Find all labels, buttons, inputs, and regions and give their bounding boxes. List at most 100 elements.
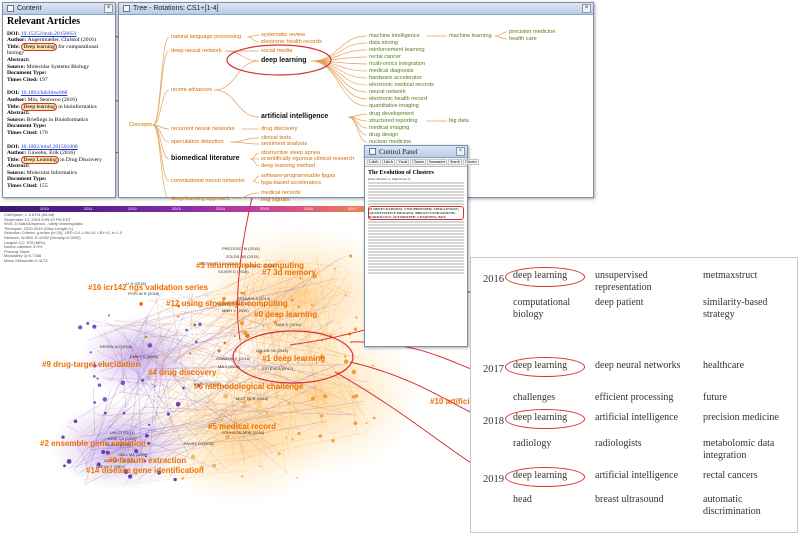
network-node[interactable] — [143, 459, 147, 463]
network-node[interactable] — [107, 314, 110, 317]
network-node[interactable] — [251, 427, 254, 429]
tree-node-medrec[interactable]: medical records — [261, 190, 301, 196]
tree-node-fpga[interactable]: fpga-based accelerators — [261, 180, 322, 186]
network-node[interactable] — [105, 450, 110, 455]
tree-node-sr[interactable]: structured reporting — [369, 118, 418, 124]
tree-node-ehr[interactable]: electronic health records — [261, 39, 322, 45]
network-node-label[interactable]: LI H (2016) — [126, 281, 147, 286]
tree-node-dm[interactable]: data mining — [369, 40, 398, 46]
tree-node-ml[interactable]: machine learning — [449, 33, 492, 39]
tree-node-recent[interactable]: recent advances — [171, 87, 213, 93]
close-icon[interactable]: × — [104, 4, 113, 13]
network-node[interactable] — [78, 325, 83, 330]
network-node[interactable] — [123, 469, 129, 474]
network-node[interactable] — [194, 383, 197, 386]
network-node-label[interactable]: LAEYS Y (2007) — [96, 464, 126, 469]
network-node[interactable] — [207, 425, 211, 428]
close-icon[interactable]: × — [456, 147, 465, 156]
network-node[interactable] — [319, 354, 325, 360]
network-node[interactable] — [193, 323, 197, 327]
tree-node-dlmethod[interactable]: deep learning method — [261, 163, 316, 169]
tree-node-rl[interactable]: reinforcement learning — [369, 47, 425, 53]
network-node[interactable] — [242, 400, 246, 405]
cluster-label[interactable]: #1 deep learning — [262, 354, 326, 363]
network-node[interactable] — [101, 449, 106, 455]
network-node[interactable] — [223, 341, 227, 345]
network-node[interactable] — [175, 401, 181, 407]
article-doi-link[interactable]: 10.1093/bib/bbw068 — [20, 90, 68, 97]
tree-node-rc[interactable]: rectal cancer — [369, 54, 402, 60]
network-node[interactable] — [185, 328, 188, 332]
tree-node-dl[interactable]: deep learning — [261, 57, 307, 64]
tree-node-spfpga[interactable]: software-programmable fpgas — [261, 173, 336, 179]
tree-node-dla[interactable]: deep learning approach — [171, 196, 230, 202]
tree-titlebar[interactable]: Tree - Rotations: CS1+[1-4] × — [119, 3, 593, 15]
tree-node-ddes[interactable]: drug design — [369, 132, 399, 138]
cluster-label[interactable]: #2 ensemble gene selection — [40, 439, 146, 448]
network-node[interactable] — [222, 297, 226, 301]
tree-node-drugdisc[interactable]: drug discovery — [261, 126, 298, 132]
network-node[interactable] — [372, 416, 376, 420]
network-node-label[interactable]: PREZIOSO M (2015) — [222, 246, 260, 251]
cluster-tab[interactable]: Clusters — [463, 159, 479, 165]
network-node[interactable] — [141, 378, 145, 383]
network-node[interactable] — [97, 383, 102, 387]
cluster-tab[interactable]: Labels — [367, 159, 381, 165]
network-node[interactable] — [355, 316, 358, 319]
network-node-label[interactable]: MA J (2015) — [218, 364, 240, 369]
network-node[interactable] — [103, 411, 107, 415]
cluster-label[interactable]: #4 drug discovery — [148, 368, 217, 377]
tree-node-osa[interactable]: obstructive sleep apnea — [261, 150, 321, 156]
tree-node-md[interactable]: medical diagnosis — [369, 68, 414, 74]
cluster-titlebar[interactable]: Control Panel × — [365, 146, 467, 158]
cluster-tab[interactable]: Labels — [381, 159, 396, 165]
network-node-label[interactable]: ADIE CA (2002) — [108, 436, 137, 441]
network-node[interactable] — [353, 421, 358, 426]
tree-node-spec[interactable]: speculation detection — [171, 139, 224, 145]
network-node-label[interactable]: JOHNSON AEW (2016) — [222, 430, 265, 435]
network-node[interactable] — [148, 423, 151, 426]
network-node[interactable] — [241, 475, 244, 478]
network-node[interactable] — [296, 361, 299, 364]
network-node[interactable] — [297, 431, 301, 436]
network-node[interactable] — [247, 397, 252, 402]
tree-node-moi[interactable]: multi-omics integration — [369, 61, 425, 67]
network-node[interactable] — [344, 355, 347, 358]
cluster-label[interactable]: #0 deep learning — [254, 310, 318, 319]
cluster-label[interactable]: #16 icr142 ngs validation series — [88, 283, 209, 292]
network-node[interactable] — [345, 294, 347, 297]
network-node[interactable] — [122, 411, 126, 415]
network-node-label[interactable]: LIU K (2015) — [198, 381, 221, 386]
network-node-label[interactable]: MNIH V (2015) — [222, 308, 249, 313]
tree-node-ehr2[interactable]: electronic health record — [369, 96, 428, 102]
tree-node-rnn[interactable]: recurrent neural networks — [171, 126, 235, 132]
network-node[interactable] — [333, 267, 336, 270]
cluster-label[interactable]: #9 drug-target elucidation — [42, 360, 141, 369]
network-node[interactable] — [63, 464, 66, 468]
network-node[interactable] — [96, 462, 101, 467]
relevant-articles-window[interactable]: Content × Relevant Articles DOI: 10.1525… — [2, 2, 116, 198]
network-node[interactable] — [239, 320, 245, 326]
network-node[interactable] — [217, 349, 221, 353]
tree-node-hc[interactable]: health care — [509, 36, 537, 42]
network-node[interactable] — [144, 335, 148, 339]
network-node[interactable] — [194, 340, 198, 344]
network-node-label[interactable]: MOTAMEDI M (2016) — [200, 261, 239, 266]
network-node[interactable] — [93, 375, 96, 378]
network-node-label[interactable]: FAUST O (2018) — [184, 441, 214, 446]
network-node-label[interactable]: LIN CJ (2011) — [110, 430, 135, 435]
tree-node-emr[interactable]: electronic medical records — [369, 82, 434, 88]
network-node-label[interactable]: HAN S (2015) — [276, 322, 301, 327]
network-node[interactable] — [371, 364, 374, 367]
cluster-label[interactable]: #5 medical record — [208, 422, 277, 431]
network-node[interactable] — [128, 474, 133, 479]
tree-node-bigdata[interactable]: big data — [449, 118, 469, 124]
close-icon[interactable]: × — [582, 4, 591, 13]
network-node-label[interactable]: POPLIN R (2018) — [128, 291, 160, 296]
network-node[interactable] — [315, 361, 318, 364]
cluster-tab[interactable]: Clusters — [410, 159, 427, 165]
network-node[interactable] — [93, 364, 97, 368]
network-node[interactable] — [200, 465, 204, 470]
network-node[interactable] — [320, 414, 324, 418]
